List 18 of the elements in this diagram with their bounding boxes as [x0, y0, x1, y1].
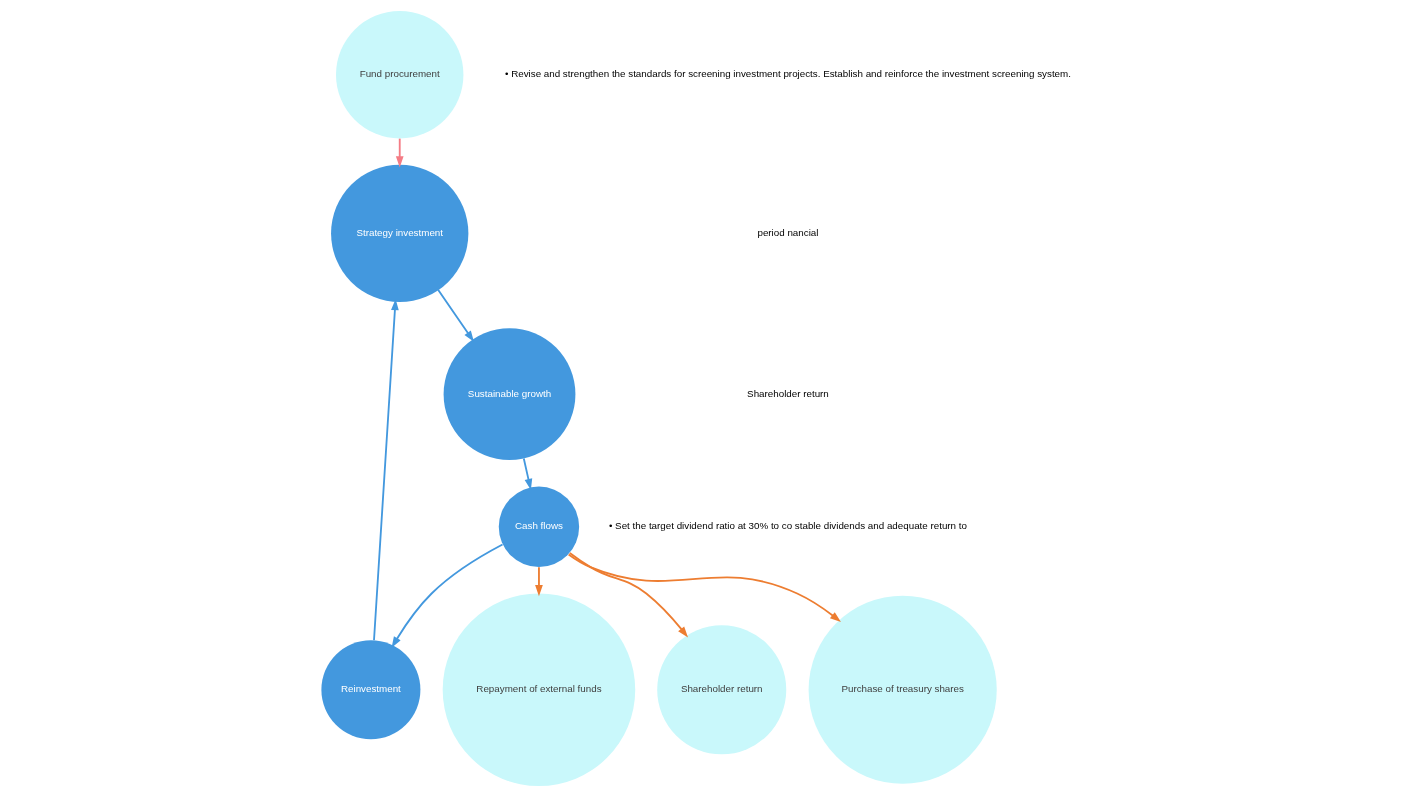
arrow — [567, 553, 841, 623]
arrow — [436, 289, 474, 342]
arrow — [534, 566, 543, 597]
node-circle: Strategy investment — [330, 164, 468, 302]
label: • Revise and strengthen the standards for screening investment projects. Establish and reinforce the investment screening system. — [504, 68, 1071, 80]
node-circle: Reinvestment — [320, 640, 420, 740]
arrow — [391, 543, 503, 648]
arrow — [372, 299, 399, 642]
label: period nancial — [756, 226, 818, 238]
node-circle: Purchase of treasury shares — [808, 595, 997, 784]
node-circle: Repayment of external funds — [442, 593, 635, 787]
arrow — [568, 551, 688, 638]
arrow — [522, 457, 532, 490]
node-circle: Fund procurement — [335, 10, 463, 139]
label: • Set the target dividend ratio at 30% to co stable dividends and adequate return to — [608, 520, 967, 532]
label: Shareholder return — [746, 387, 829, 399]
node-circle: Cash flows — [498, 486, 579, 567]
arrow — [395, 137, 404, 168]
